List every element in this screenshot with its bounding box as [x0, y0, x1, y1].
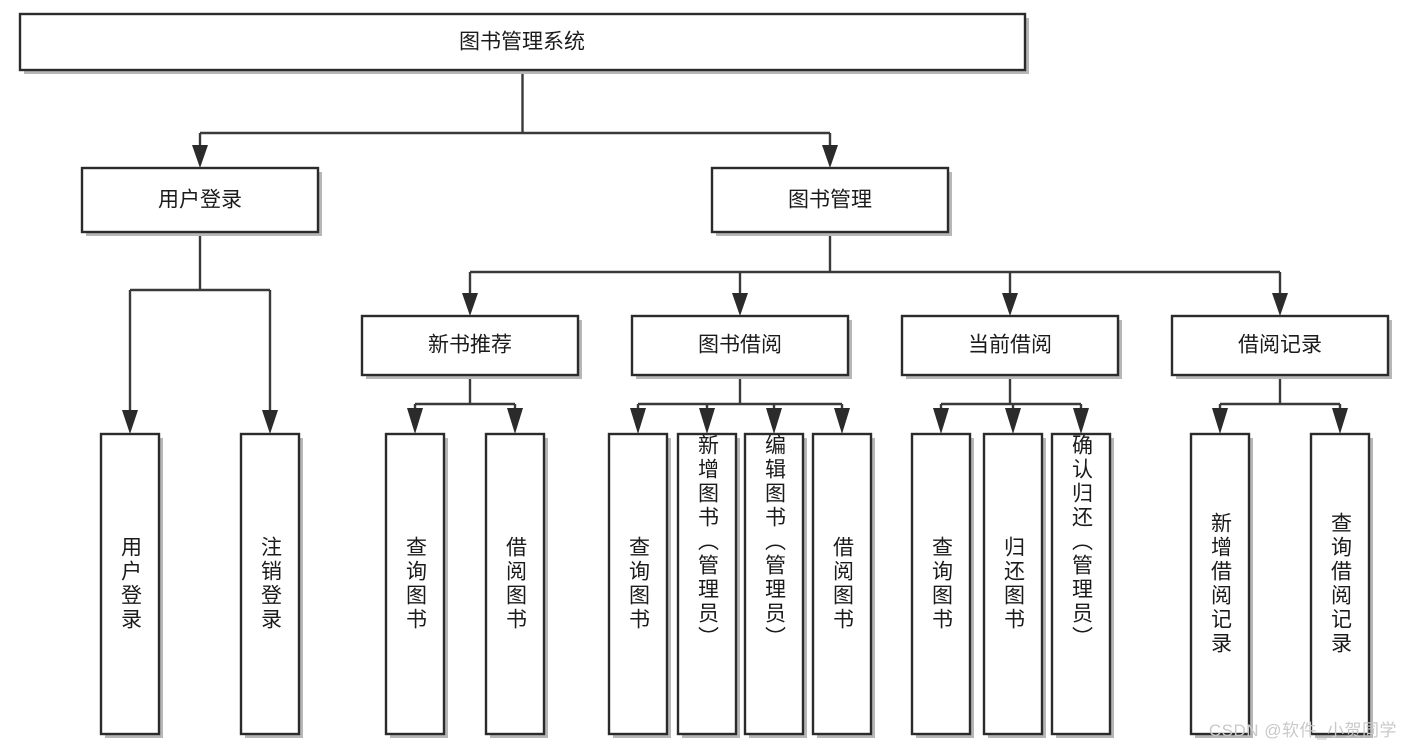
arrowhead-leaf-confirm-return	[1073, 408, 1089, 434]
leaf-borrow-book-box	[811, 432, 873, 736]
node-leaf-add-book[interactable]	[676, 432, 740, 738]
leaf-confirm-return-box	[1050, 432, 1112, 736]
current-borrow-label: 当前借阅	[968, 334, 1052, 357]
node-leaf-confirm-return[interactable]	[1050, 432, 1114, 738]
root-label: 图书管理系统	[459, 31, 585, 54]
arrowhead-leaf-add-book	[699, 408, 715, 434]
arrowhead-user-login	[192, 145, 208, 168]
arrowhead-leaf-add-borrow-record	[1212, 408, 1228, 434]
node-leaf-user-login[interactable]	[99, 432, 163, 738]
leaf-user-login-box	[99, 432, 161, 736]
node-leaf-return-book[interactable]	[982, 432, 1046, 738]
node-leaf-query-book-current[interactable]	[910, 432, 974, 738]
root-box	[18, 12, 1027, 72]
node-book-borrow[interactable]: 图书借阅	[630, 314, 852, 379]
node-leaf-logout[interactable]	[239, 432, 303, 738]
arrowhead-leaf-query-book-borrow	[630, 408, 646, 434]
node-leaf-add-borrow-record[interactable]	[1189, 432, 1253, 738]
node-leaf-borrow-book[interactable]	[811, 432, 875, 738]
current-borrow-box	[900, 314, 1120, 377]
arrowhead-leaf-query-borrow-record	[1332, 408, 1348, 434]
leaf-query-borrow-record-box	[1309, 432, 1371, 736]
leaf-add-borrow-record-box	[1189, 432, 1251, 736]
arrowhead-leaf-edit-book	[766, 408, 782, 434]
leaf-query-book-recommend-box	[384, 432, 446, 736]
node-leaf-query-borrow-record[interactable]	[1309, 432, 1373, 738]
leaf-borrow-book-recommend-box	[484, 432, 546, 736]
book-borrow-box	[630, 314, 850, 377]
node-current-borrow[interactable]: 当前借阅	[900, 314, 1122, 379]
arrowhead-leaf-query-book-recommend	[407, 408, 423, 434]
arrowhead-leaf-borrow-book	[834, 408, 850, 434]
new-book-recommend-label: 新书推荐	[428, 334, 512, 357]
arrowhead-leaf-borrow-book-recommend	[507, 408, 523, 434]
book-manage-label: 图书管理	[788, 189, 872, 212]
node-book-manage[interactable]: 图书管理	[710, 166, 952, 236]
watermark-text: CSDN @软件_小贺同学	[1208, 721, 1397, 740]
leaf-query-book-borrow-box	[607, 432, 669, 736]
leaf-return-book-box	[982, 432, 1044, 736]
borrow-record-box	[1170, 314, 1390, 377]
node-leaf-borrow-book-recommend[interactable]	[484, 432, 548, 738]
arrowhead-leaf-return-book	[1005, 408, 1021, 434]
nodes-layer: 图书管理系统 用户登录 图书管理 新书推荐	[18, 12, 1392, 738]
leaf-edit-book-box	[743, 432, 805, 736]
leaf-query-book-current-box	[910, 432, 972, 736]
arrowhead-book-borrow	[732, 293, 748, 316]
leaf-add-book-box	[676, 432, 738, 736]
node-leaf-query-book-recommend[interactable]	[384, 432, 448, 738]
connectors-layer	[122, 70, 1348, 434]
book-borrow-label: 图书借阅	[698, 334, 782, 357]
arrowhead-new-book-recommend	[462, 293, 478, 316]
node-new-book-recommend[interactable]: 新书推荐	[360, 314, 582, 379]
node-leaf-edit-book[interactable]	[743, 432, 807, 738]
arrowhead-book-manage	[822, 145, 838, 168]
borrow-record-label: 借阅记录	[1238, 334, 1322, 357]
new-book-recommend-box	[360, 314, 580, 377]
arrowhead-leaf-user-login	[122, 410, 138, 434]
user-login-label: 用户登录	[158, 189, 242, 212]
node-user-login[interactable]: 用户登录	[80, 166, 322, 236]
user-login-box	[80, 166, 320, 234]
node-borrow-record[interactable]: 借阅记录	[1170, 314, 1392, 379]
arrowhead-borrow-record	[1272, 293, 1288, 316]
arrowhead-leaf-query-book-current	[933, 408, 949, 434]
leaf-logout-box	[239, 432, 301, 736]
node-leaf-query-book-borrow[interactable]	[607, 432, 671, 738]
arrowhead-leaf-logout	[262, 410, 278, 434]
node-root[interactable]: 图书管理系统	[18, 12, 1029, 74]
arrowhead-current-borrow	[1002, 293, 1018, 316]
book-manage-box	[710, 166, 950, 234]
